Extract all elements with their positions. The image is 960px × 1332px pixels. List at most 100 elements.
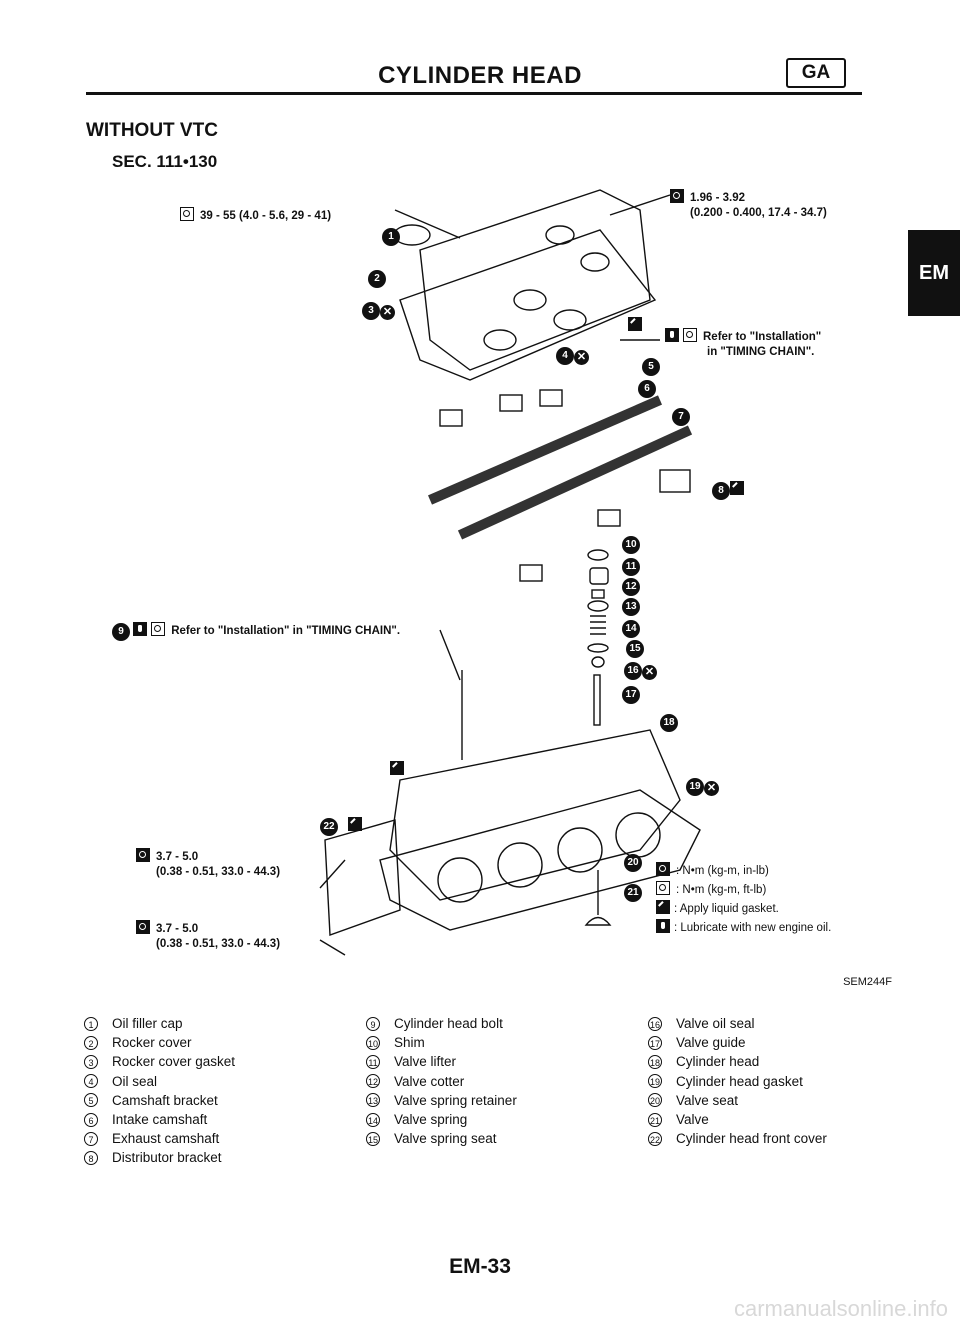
part-number: 2	[84, 1035, 98, 1050]
bracket-shape-4	[597, 509, 621, 527]
list-item: 6 Intake camshaft	[84, 1110, 235, 1129]
header-rule	[86, 92, 862, 95]
list-item: 11 Valve lifter	[366, 1052, 517, 1071]
part-number: 21	[648, 1112, 662, 1127]
callout-7: 7	[672, 408, 690, 426]
part-label: Cylinder head gasket	[676, 1073, 803, 1089]
torque-spec-top-left: 39 - 55 (4.0 - 5.6, 29 - 41)	[180, 207, 331, 224]
callout-9: 9	[112, 623, 130, 641]
callout-11: 11	[622, 558, 640, 576]
part-number: 6	[84, 1112, 98, 1127]
part-number: 14	[366, 1112, 380, 1127]
part-label: Rocker cover	[112, 1035, 192, 1051]
replace-icon: ✕	[704, 781, 719, 796]
leader-lower-1	[319, 859, 346, 889]
part-number: 16	[648, 1016, 662, 1031]
distributor-bracket-shape	[659, 469, 691, 493]
part-label: Exhaust camshaft	[112, 1131, 220, 1147]
liquid-gasket-icon	[348, 817, 363, 831]
bore-2	[497, 842, 543, 888]
callout-8: 8	[712, 482, 730, 500]
retainer-shape	[587, 600, 609, 612]
cover-plug-4	[553, 309, 587, 331]
torque-ftlb-icon	[180, 207, 194, 221]
callout-12: 12	[622, 578, 640, 596]
part-label: Camshaft bracket	[112, 1092, 218, 1108]
callout-3-group: 3✕	[362, 300, 395, 320]
watermark: carmanualsonline.info	[733, 1296, 948, 1321]
bracket-shape-5	[519, 564, 543, 582]
callout-19: 19	[686, 778, 704, 796]
torque-inlb-icon	[670, 189, 684, 203]
oil-can-icon	[133, 622, 148, 636]
part-number: 12	[366, 1074, 380, 1089]
part-number: 5	[84, 1093, 98, 1108]
symbol-legend: : N•m (kg-m, in-lb) : N•m (kg-m, ft-lb) …	[656, 862, 831, 938]
part-label: Cylinder head	[676, 1054, 760, 1070]
part-label: Valve spring seat	[394, 1131, 497, 1147]
replace-icon: ✕	[574, 350, 589, 365]
callout-16-group: 16✕	[624, 660, 657, 680]
leader-ref-left	[439, 629, 461, 681]
ref-note-right: Refer to "Installation" in "TIMING CHAIN…	[665, 328, 821, 360]
part-number: 11	[366, 1055, 380, 1069]
callout-15: 15	[626, 640, 644, 658]
head-gasket-shape	[379, 789, 701, 931]
part-number: 3	[84, 1055, 98, 1069]
callout-5: 5	[642, 358, 660, 376]
bore-3	[557, 827, 603, 873]
bracket-shape-3	[539, 389, 563, 407]
part-label: Valve lifter	[394, 1054, 457, 1070]
part-number: 1	[84, 1016, 98, 1031]
side-tab[interactable]: EM	[908, 230, 960, 316]
callout-4-group: 4✕	[556, 345, 589, 365]
part-number: 15	[366, 1131, 380, 1146]
part-number: 8	[84, 1151, 98, 1166]
part-label: Cylinder head bolt	[394, 1016, 503, 1031]
list-item: 5 Camshaft bracket	[84, 1091, 235, 1110]
liquid-gasket-icon	[730, 481, 744, 495]
list-item: 7 Exhaust camshaft	[84, 1129, 235, 1148]
list-item: 8 Distributor bracket	[84, 1148, 235, 1167]
part-number: 7	[84, 1131, 98, 1146]
liquid-gasket-icon	[628, 317, 642, 331]
torque-spec-lower-2: 3.7 - 5.0 (0.38 - 0.51, 33.0 - 44.3)	[136, 920, 280, 952]
bore-1	[437, 857, 483, 903]
part-label: Intake camshaft	[112, 1112, 208, 1128]
callout-22-group: 22	[320, 816, 366, 836]
spring-seat-shape	[587, 643, 609, 653]
valve-guide-shape	[593, 674, 601, 726]
cover-plug-1	[545, 225, 575, 245]
callout-6: 6	[638, 380, 656, 398]
torque-inlb-icon	[136, 920, 150, 934]
callout-1: 1	[382, 228, 400, 246]
part-number: 22	[648, 1131, 662, 1146]
front-cover-shape	[324, 819, 401, 936]
cover-plug-3	[513, 289, 547, 311]
callout-22: 22	[320, 818, 338, 836]
leader-lower-2	[319, 939, 346, 956]
part-number: 13	[366, 1093, 380, 1108]
torque-ftlb-icon	[151, 622, 166, 636]
intake-camshaft-shape	[428, 395, 662, 505]
part-label: Distributor bracket	[112, 1150, 222, 1166]
shim-shape	[587, 549, 609, 561]
part-label: Oil filler cap	[112, 1016, 183, 1031]
cover-plug-2	[580, 252, 610, 272]
callout-8-group: 8	[712, 480, 748, 500]
sec-code: SEC. 111•130	[112, 152, 218, 171]
oil-can-icon	[665, 328, 679, 342]
callout-17: 17	[622, 686, 640, 704]
